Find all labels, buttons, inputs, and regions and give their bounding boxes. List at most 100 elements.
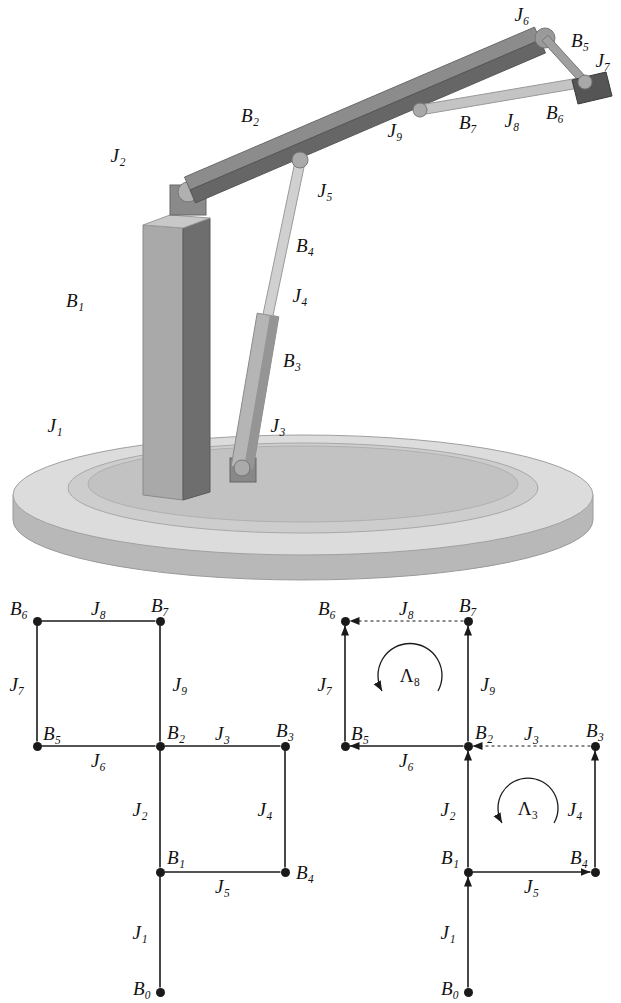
vertex-label: B₃ [276,721,294,740]
joint-edge [159,877,161,988]
vertex-label: B₁ [167,848,185,867]
part-label: B₄ [296,236,314,255]
joint-label: J₅ [215,877,230,896]
hydraulic-cylinder [231,313,279,470]
graph-vertex: B₄ [591,868,600,877]
part-label: B₃ [283,351,301,370]
vertex-label: B₃ [586,721,604,740]
joint-edge [350,745,464,747]
graph-vertex: B₁ [464,868,473,877]
cut-joint-edge [473,745,591,746]
part-label: B₇ [459,113,477,132]
joint-label: J₂ [440,800,455,819]
part-label: J₅ [317,181,332,200]
joint-label: J₅ [524,877,539,896]
vertex-label: B₂ [475,723,493,742]
cut-joint-edge [350,620,464,621]
part-label: J₉ [387,121,402,140]
joint-label: J₉ [480,674,495,693]
loop-label: Λ₈ [400,666,420,685]
link-joint [413,103,427,117]
graph-vertex: B₂ [464,742,473,751]
loop-arrow [498,778,558,823]
graph-vertex: B₀ [156,988,165,997]
joint-edge [165,745,281,747]
joint-edge [467,877,469,988]
cylinder-joint [234,460,250,476]
part-label: J₁ [47,416,62,435]
joint-edge [42,745,156,747]
joint-label: J₁ [440,923,455,942]
joint-edge [344,626,346,742]
graph-vertex: B₅ [33,742,42,751]
graph-vertex: B₃ [281,742,290,751]
joint-label: J₈ [91,599,106,618]
joint-edge [284,751,286,868]
joint-label: J₆ [399,751,414,770]
vertex-label: B₅ [351,724,369,743]
base-top [13,435,593,555]
joint-label: J₃ [215,724,230,743]
effector-joint [578,75,592,89]
part-label: J₂ [110,146,125,165]
base-ring [68,443,538,533]
vertex-label: B₆ [318,599,336,618]
joint-edge [467,626,469,742]
graph-vertex: B₅ [341,742,350,751]
joint-edge [594,751,596,868]
vertex-label: B₁ [441,848,459,867]
loop-label: Λ₃ [518,799,538,818]
joint-label: J₉ [172,674,187,693]
part-label: J₄ [292,286,307,305]
joint-label: J₇ [9,674,24,693]
vertex-label: B₂ [167,723,185,742]
part-label: B₂ [241,106,259,125]
joint-label: J₄ [567,800,582,819]
rod-joint [292,152,308,168]
joint-edge [473,871,591,873]
vertex-label: B₀ [441,979,459,998]
joint-label: J₈ [399,599,414,618]
joint-label: J₄ [257,800,272,819]
joint-label: J₂ [132,800,147,819]
cylinder-shade [244,315,279,470]
joint-edge [159,626,161,742]
end-effector [572,72,612,104]
vertex-label: B₄ [296,863,314,882]
graph-vertex: B₁ [156,868,165,877]
column-front [143,225,183,500]
joint-edge [42,620,156,622]
vertex-label: B₇ [151,596,169,615]
column-side [183,218,210,500]
graph-vertex: B₀ [464,988,473,997]
graph-vertex: B₇ [464,617,473,626]
part-label: B₁ [66,291,84,310]
part-label: B₆ [546,103,564,122]
joint-edge [467,751,469,868]
vertex-label: B₀ [133,979,151,998]
joint-label: J₇ [317,674,332,693]
graph-vertex: B₆ [33,617,42,626]
part-label: B₅ [571,31,589,50]
graph-vertex: B₄ [281,868,290,877]
part-label: J₃ [270,416,285,435]
part-label: J₆ [514,5,529,24]
part-label: J₇ [595,51,610,70]
arm-beam-side [190,40,546,203]
joint-label: J₆ [91,751,106,770]
vertex-label: B₆ [10,599,28,618]
graph-vertex: B₇ [156,617,165,626]
vertex-label: B₇ [459,596,477,615]
joint-label: J₁ [132,923,147,942]
vertex-label: B₅ [43,724,61,743]
joint-edge [36,626,38,742]
loop-arrow [378,644,442,691]
arm-beam-top [185,27,541,190]
column-top [143,215,210,228]
joint-edge [159,751,161,868]
joint-edge [165,871,281,873]
part-label: J₈ [504,111,519,130]
